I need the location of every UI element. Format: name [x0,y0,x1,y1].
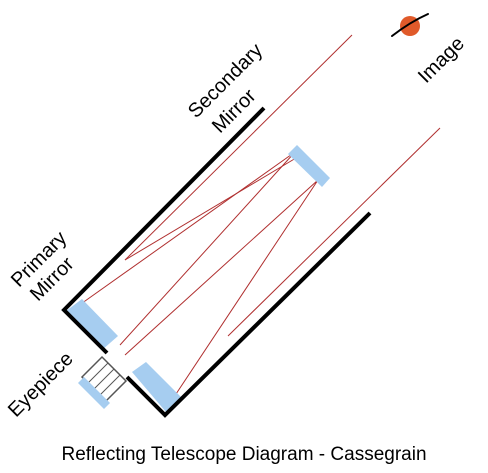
secondary-mirror-shape [288,145,330,187]
label-image: Image [414,33,469,88]
eyepiece [78,355,128,409]
secondary-mirror [288,145,330,187]
incoming-ray-upper [124,34,353,261]
incoming-ray-lower [227,127,441,337]
primary-mirror [66,299,182,412]
saturn-planet-icon [391,13,429,37]
eyepiece-barrel-line [93,368,115,390]
primary-mirror-upper-segment [66,299,118,350]
diagram-caption: Reflecting Telescope Diagram - Cassegrai… [61,444,427,465]
telescope-tube [61,106,372,418]
eyepiece-barrel-line [87,362,109,384]
eyepiece-lens [78,377,110,409]
incoming-rays [124,34,441,337]
tube-lower-wall [125,211,372,418]
label-eyepiece: Eyepiece [4,348,78,422]
eyepiece-barrel-line [99,374,121,396]
ray-inner [124,157,297,261]
primary-mirror-lower-segment [132,362,182,412]
tube-upper-wall [61,106,266,355]
ray-primary-to-secondary-upper [77,151,296,346]
